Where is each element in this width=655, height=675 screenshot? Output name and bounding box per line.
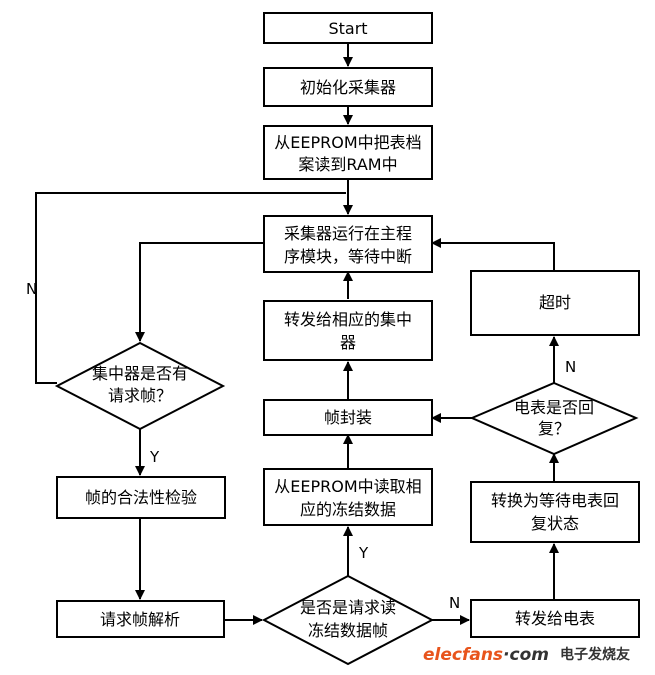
edge-label-frozen-n: N [449, 594, 460, 612]
reply-decision [469, 381, 639, 456]
edge-label-reply-n: N [565, 358, 576, 376]
init-node [263, 67, 433, 107]
parse-label: 请求帧解析 [100, 610, 180, 629]
forward-concentrator-label-1: 转发给相应的集中 [284, 310, 412, 329]
validity-label: 帧的合法性检验 [85, 488, 197, 507]
edge-label-request-y: Y [149, 448, 160, 466]
frozen-decision [261, 574, 435, 666]
init-label: 初始化采集器 [300, 78, 396, 97]
watermark: elecfans·com 电子发烧友 [423, 645, 630, 665]
frozen-label-2: 冻结数据帧 [308, 621, 388, 640]
main-loop-label-2: 序模块，等待中断 [284, 247, 412, 266]
request-decision [54, 341, 226, 431]
read-table-node [263, 125, 433, 180]
validity-node [56, 476, 226, 519]
edge-label-request-n: N [26, 280, 37, 298]
connectors [35, 43, 559, 625]
read-frozen-label-2: 应的冻结数据 [300, 500, 396, 519]
reply-label-2: 复？ [538, 419, 570, 438]
read-table-label-2: 案读到RAM中 [298, 155, 397, 174]
frozen-label-1: 是否是请求读 [300, 598, 396, 617]
edge-label-frozen-y: Y [358, 544, 369, 562]
main-loop-label-1: 采集器运行在主程 [284, 224, 412, 243]
read-frozen-label-1: 从EEPROM中读取相 [274, 477, 421, 496]
forward-meter-node [470, 599, 640, 638]
watermark-cn: 电子发烧友 [560, 646, 630, 663]
main-loop-node [263, 215, 433, 273]
read-table-label-1: 从EEPROM中把表档 [274, 133, 421, 152]
edge-timeout-main [431, 238, 555, 271]
edge-main-request [135, 242, 264, 342]
request-label-1: 集中器是否有 [92, 364, 188, 383]
frame-pack-label: 帧封装 [324, 408, 372, 427]
forward-concentrator-node [263, 300, 433, 361]
read-frozen-node [263, 468, 433, 526]
watermark-logo-b: ·com [503, 645, 549, 665]
parse-node [56, 600, 225, 638]
request-label-2: 请求帧？ [108, 386, 172, 405]
timeout-node [470, 270, 640, 336]
wait-meter-node [470, 481, 640, 543]
watermark-logo: elecfans·com [423, 645, 549, 665]
forward-meter-label: 转发给电表 [515, 609, 595, 628]
forward-concentrator-label-2: 器 [340, 333, 356, 352]
reply-label-1: 电表是否回 [514, 398, 594, 417]
timeout-label: 超时 [539, 293, 571, 312]
start-label: Start [328, 19, 367, 38]
wait-meter-label-2: 复状态 [531, 514, 579, 533]
frame-pack-node [263, 399, 433, 436]
start-node [263, 12, 433, 44]
edge-request-no [35, 192, 346, 384]
wait-meter-label-1: 转换为等待电表回 [491, 491, 619, 510]
watermark-logo-a: elecfans [423, 645, 503, 665]
